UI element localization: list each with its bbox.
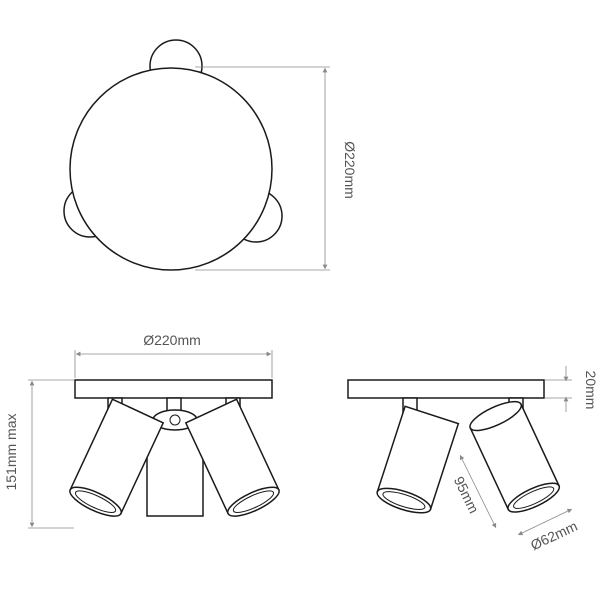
head-length-dim-line (459, 454, 497, 529)
top-view-base-plate (69, 67, 273, 271)
front-left-spot (69, 397, 165, 517)
top-diameter-label: Ø220mm (342, 141, 358, 199)
side-right-spot (469, 397, 561, 513)
height-max-label: 151mm max (3, 413, 19, 490)
front-diameter-label: Ø220mm (143, 332, 201, 348)
head-diameter-label: Ø62mm (528, 518, 580, 554)
side-view-base-plate (347, 379, 545, 399)
front-view: Ø220mm 151mm max (3, 332, 280, 529)
side-view: 20mm 95mm Ø62mm (347, 366, 599, 554)
head-diameter-dim-line (517, 508, 573, 536)
top-view: Ø220mm (63, 39, 358, 271)
front-view-base-plate (74, 379, 273, 399)
side-left-spot (376, 397, 460, 514)
front-center-spot (146, 397, 204, 517)
front-right-spot (184, 397, 280, 517)
base-thickness-label: 20mm (583, 371, 599, 410)
head-length-label: 95mm (451, 474, 482, 516)
